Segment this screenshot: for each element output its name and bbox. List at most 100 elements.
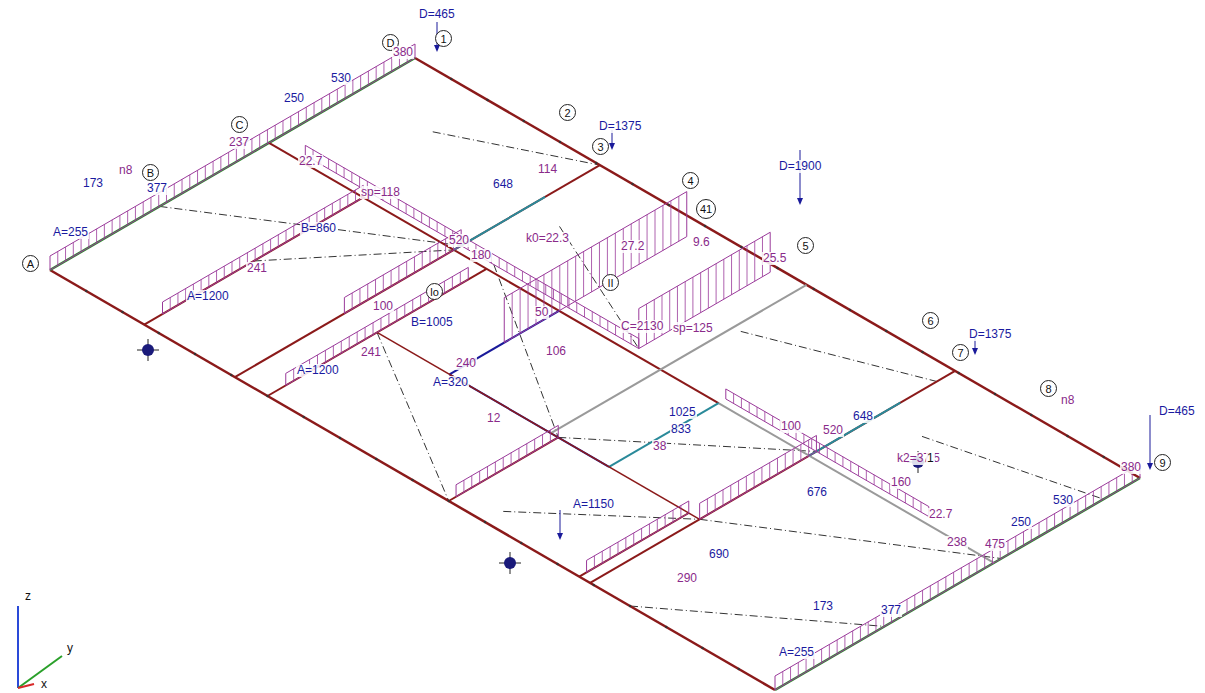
load-hatch (150, 197, 151, 211)
load-hatch (678, 196, 679, 241)
load-value: A=320 (432, 376, 469, 389)
axis-label: B (147, 167, 154, 179)
load-hatch (860, 626, 861, 640)
arrow-head (609, 143, 615, 150)
load-hatch (352, 80, 353, 94)
load-hatch (324, 208, 325, 220)
axis-label: 2 (564, 107, 570, 119)
axis-name: x (40, 678, 48, 691)
node-dot (701, 647, 703, 649)
load-hatch (463, 480, 464, 492)
member-value: 380 (1120, 461, 1142, 474)
member-value: C=2130 (620, 320, 664, 333)
load-hatch (553, 289, 554, 299)
load-hatch (314, 103, 315, 117)
load-hatch (739, 250, 740, 290)
load-hatch (404, 304, 405, 316)
load-hatch (534, 439, 535, 451)
member-value: 238 (946, 536, 968, 549)
secondary-line (160, 206, 462, 245)
load-hatch (731, 255, 732, 295)
load-hatch (1023, 532, 1024, 546)
load-strip (587, 501, 689, 572)
load-strip (50, 44, 415, 270)
load-hatch (670, 201, 671, 246)
load-hatch (827, 448, 828, 458)
load-hatch (413, 208, 414, 218)
load-hatch (506, 262, 507, 272)
load-hatch (777, 458, 778, 474)
load-hatch (383, 275, 384, 291)
load-hatch (769, 463, 770, 479)
load-hatch (1015, 536, 1016, 550)
axis-label: 1 (440, 33, 446, 45)
beam-line (235, 165, 600, 377)
node-dot (1030, 414, 1032, 416)
load-hatch (545, 285, 546, 295)
axis-label: C (236, 119, 244, 131)
load-value: D=465 (418, 8, 456, 21)
load-hatch (112, 220, 113, 234)
load-hatch (1031, 527, 1032, 541)
load-value: D=1375 (968, 328, 1012, 341)
load-hatch (189, 175, 190, 189)
load-hatch (471, 476, 472, 488)
load-hatch (73, 242, 74, 256)
node-dot (230, 374, 232, 376)
load-hatch (391, 58, 392, 72)
arrow-head (557, 533, 563, 540)
load-hatch (360, 76, 361, 90)
axis-marker: 3 (592, 138, 609, 155)
load-hatch (406, 204, 407, 214)
load-hatch (333, 346, 334, 358)
load-hatch (208, 275, 209, 287)
member-value: 180 (470, 249, 492, 262)
load-hatch (835, 452, 836, 462)
load-hatch (1085, 496, 1086, 510)
load-hatch (224, 266, 225, 278)
load-hatch (127, 211, 128, 225)
load-hatch (511, 453, 512, 465)
load-hatch (868, 622, 869, 636)
load-hatch (610, 547, 611, 559)
beam-line (609, 403, 719, 467)
axis-marker: 41 (696, 199, 716, 219)
load-hatch (290, 116, 291, 130)
load-value: 173 (82, 177, 104, 190)
load-hatch (267, 130, 268, 144)
load-hatch (298, 112, 299, 126)
member-value: 240 (455, 357, 477, 370)
load-hatch (976, 559, 977, 573)
load-hatch (551, 270, 552, 315)
load-hatch (228, 152, 229, 166)
load-hatch (332, 203, 333, 215)
axis-name: y (66, 642, 74, 655)
load-hatch (793, 449, 794, 465)
load-hatch (414, 257, 415, 273)
load-hatch (561, 294, 562, 304)
member-value: 520 (448, 234, 470, 247)
load-hatch (119, 215, 120, 229)
load-hatch (1108, 482, 1109, 496)
member-value: 237 (228, 136, 250, 149)
load-hatch (811, 439, 812, 449)
load-hatch (559, 265, 560, 310)
load-hatch (907, 599, 908, 613)
arrow-head (797, 198, 803, 205)
member-value: k0=22.3 (525, 232, 570, 245)
load-hatch (487, 466, 488, 478)
load-hatch (575, 256, 576, 301)
load-hatch (945, 577, 946, 591)
axis-label: 7 (957, 347, 963, 359)
load-hatch (259, 134, 260, 148)
load-hatch (798, 662, 799, 676)
axis-z (17, 606, 19, 688)
node-dot (994, 393, 996, 395)
member-value: 160 (890, 476, 912, 489)
load-hatch (984, 554, 985, 568)
load-strip (700, 435, 817, 519)
member-value: 106 (545, 345, 567, 358)
member-value: 520 (822, 424, 844, 437)
load-hatch (657, 519, 658, 531)
load-hatch (328, 159, 329, 169)
